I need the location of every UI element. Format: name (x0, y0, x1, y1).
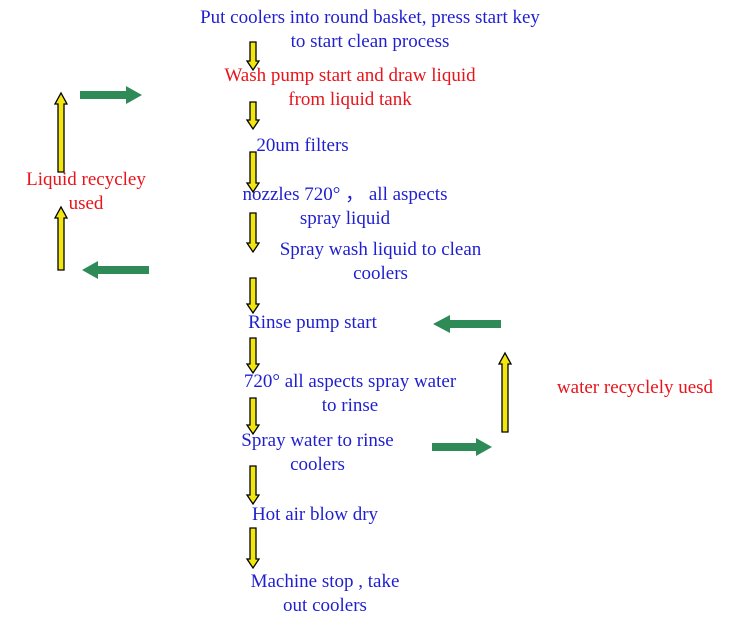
water-recycle-up-arrow (497, 351, 513, 433)
flow-arrow-8 (245, 465, 261, 506)
step-wash-pump-start: Wash pump start and draw liquid from liq… (224, 65, 476, 110)
liquid-recycle-up-arrow-top (53, 91, 69, 173)
step-spray-water-all-aspects: 720° all aspects spray water to rinse (243, 371, 457, 416)
green-arrow-right-top (80, 86, 142, 104)
step-nozzles-spray-liquid: nozzles 720° ， all aspects spray liquid (242, 184, 448, 229)
step-hot-air-dry: Hot air blow dry (251, 504, 379, 525)
green-arrow-left-middle (82, 261, 149, 279)
step-machine-stop: Machine stop , take out coolers (250, 571, 400, 616)
flow-arrow-1 (245, 41, 261, 72)
flow-arrow-9 (245, 527, 261, 570)
flow-arrow-3 (245, 151, 261, 194)
flow-arrow-7 (245, 397, 261, 436)
step-spray-water-rinse: Spray water to rinse coolers (241, 430, 394, 475)
flow-arrow-5 (245, 277, 261, 315)
liquid-recycle-label: Liquid recycley used (26, 169, 146, 214)
green-arrow-right-bottom (432, 438, 492, 456)
flow-arrow-2 (245, 101, 261, 131)
flow-arrow-6 (245, 337, 261, 375)
step-put-coolers: Put coolers into round basket, press sta… (200, 7, 540, 52)
step-filters: 20um filters (256, 135, 349, 156)
step-spray-wash-liquid: Spray wash liquid to clean coolers (279, 239, 482, 284)
green-arrow-left-rinse (433, 315, 501, 333)
liquid-recycle-up-arrow-bottom (53, 205, 69, 271)
step-rinse-pump-start: Rinse pump start (248, 312, 377, 333)
water-recycle-label: water recyclely uesd (556, 377, 714, 398)
flow-arrow-4 (245, 212, 261, 254)
